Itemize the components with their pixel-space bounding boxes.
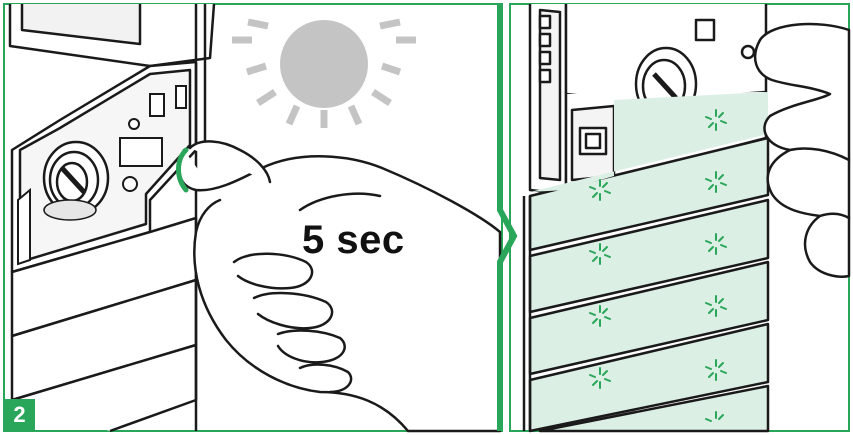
step-number-badge: 2	[4, 399, 35, 430]
left-panel	[4, 4, 502, 431]
right-panel	[510, 4, 849, 431]
hold-duration-label: 5 sec	[302, 218, 405, 263]
